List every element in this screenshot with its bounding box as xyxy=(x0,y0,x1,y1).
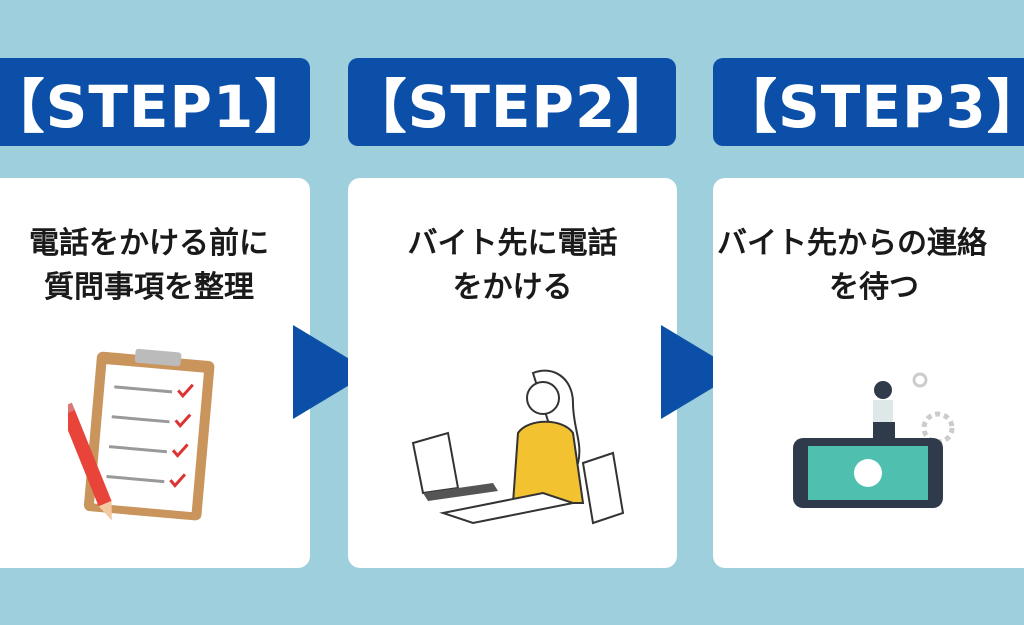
step2-title: バイト先に電話をかける xyxy=(407,226,618,305)
step2-header: 【STEP2】 xyxy=(348,58,676,146)
step3-card: バイト先からの連絡を待つ xyxy=(713,178,1024,568)
step3-title: バイト先からの連絡を待つ xyxy=(717,226,987,305)
smartphone-waiting-icon xyxy=(793,372,955,508)
clipboard-checklist-icon xyxy=(68,348,215,521)
step1-header: 【STEP1】 xyxy=(0,58,310,146)
step3-header: 【STEP3】 xyxy=(713,58,1024,146)
woman-phone-desk-icon xyxy=(411,369,625,525)
step1-title: 電話をかける前に質問事項を整理 xyxy=(29,226,269,305)
step1-card: 電話をかける前に質問事項を整理 xyxy=(0,178,310,568)
step2-card: バイト先に電話をかける xyxy=(348,178,677,568)
